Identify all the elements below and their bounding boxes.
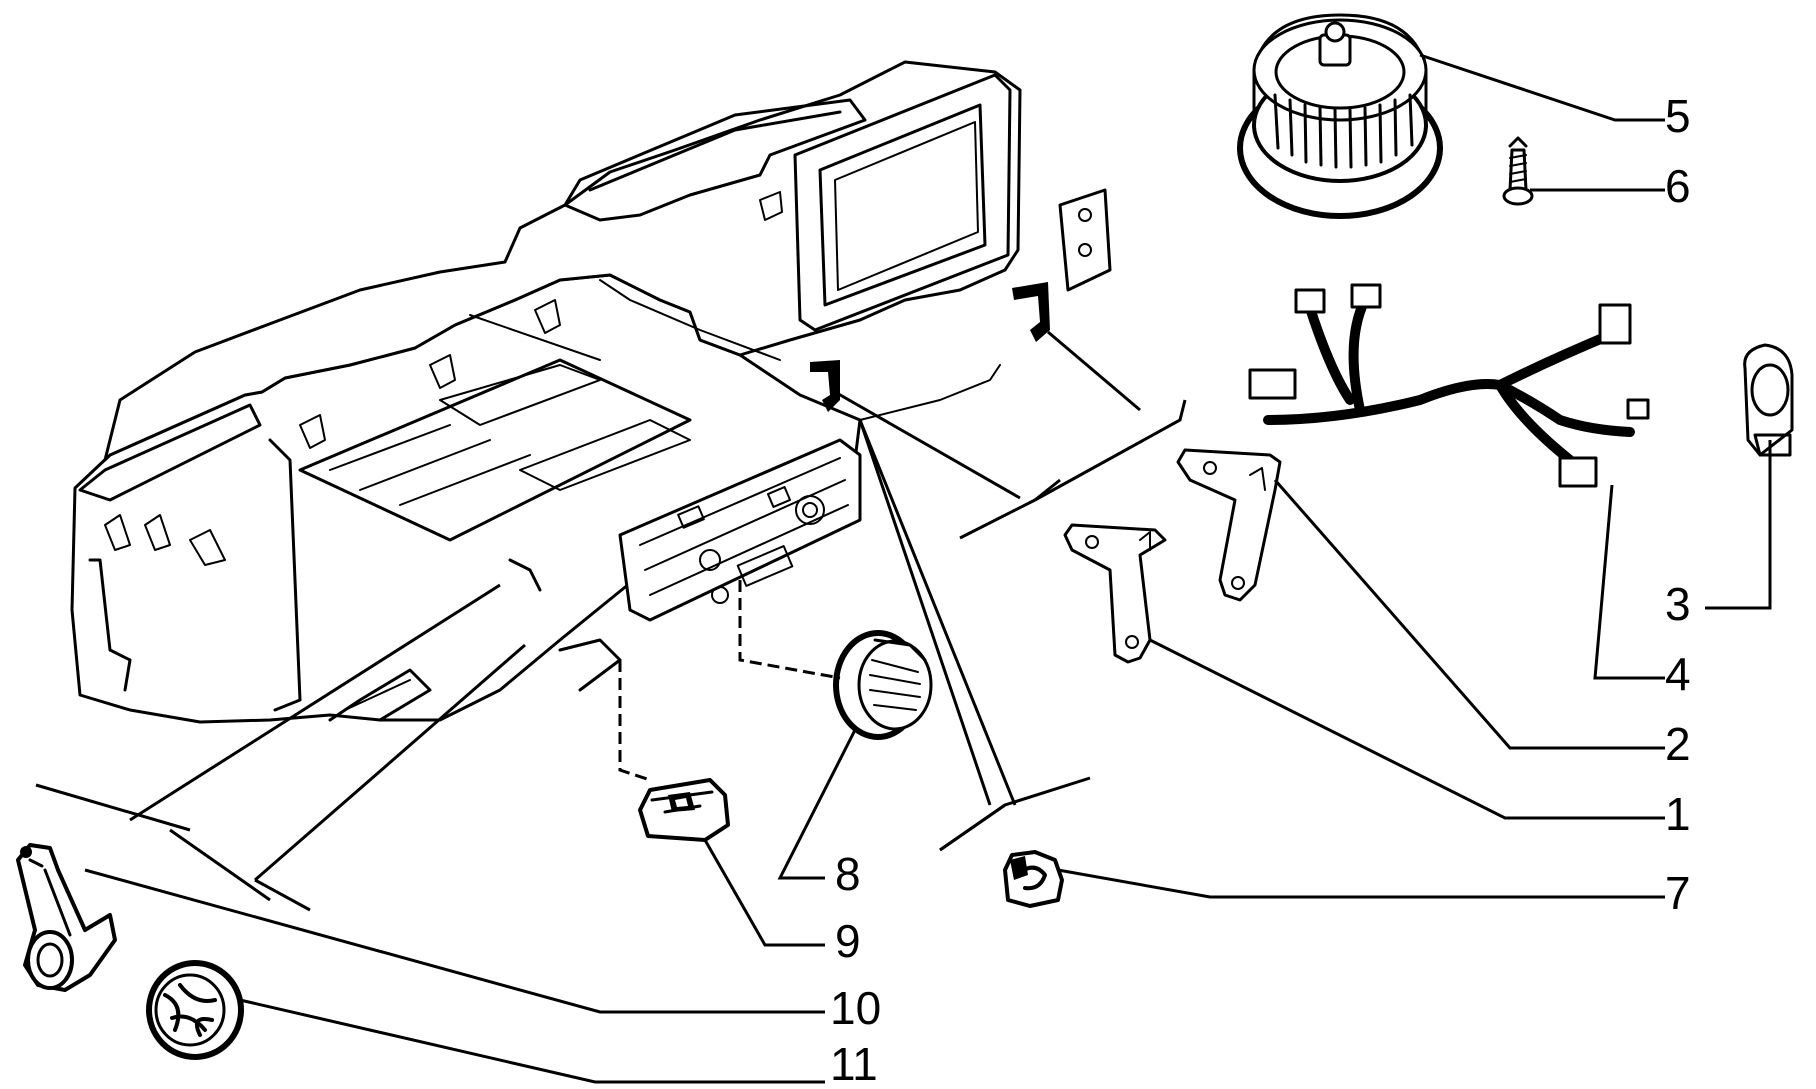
callout-7: 7 xyxy=(1665,867,1691,919)
grommet-part-11 xyxy=(146,960,244,1060)
bracket-part-1 xyxy=(1063,523,1167,664)
blower-motor-part xyxy=(1237,13,1443,219)
lever-part-10 xyxy=(16,843,117,992)
callout-2: 2 xyxy=(1665,718,1691,770)
callout-3: 3 xyxy=(1665,578,1691,630)
clip-part-9 xyxy=(638,778,730,842)
callout-5: 5 xyxy=(1665,90,1691,142)
heater-housing-assembly xyxy=(70,60,1112,724)
knob-part-8 xyxy=(833,630,933,740)
bracket-part-2 xyxy=(1176,448,1282,602)
callout-4: 4 xyxy=(1665,648,1691,700)
callout-1: 1 xyxy=(1665,788,1691,840)
grommet-part-3 xyxy=(1743,343,1794,457)
callout-9: 9 xyxy=(835,915,861,967)
leader-lines xyxy=(35,53,1772,1084)
clip-part-7 xyxy=(1003,850,1064,908)
wiring-harness-part xyxy=(1248,283,1650,488)
screw-part xyxy=(1502,136,1534,206)
callout-labels: 5 6 3 4 2 1 7 8 9 10 11 xyxy=(830,90,1691,1089)
callout-6: 6 xyxy=(1665,160,1691,212)
callout-8: 8 xyxy=(835,848,861,900)
callout-10: 10 xyxy=(830,982,881,1034)
callout-11: 11 xyxy=(830,1038,878,1089)
